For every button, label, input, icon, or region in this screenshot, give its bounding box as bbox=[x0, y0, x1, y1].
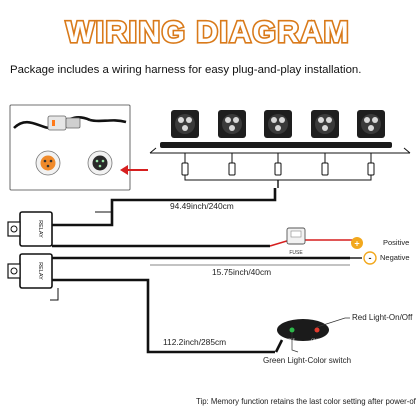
switch-pointers bbox=[291, 317, 350, 353]
fuse-label: FUSE bbox=[289, 250, 303, 256]
diagram-subtitle: Package includes a wiring harness for ea… bbox=[10, 64, 362, 76]
green-light-label: Green Light-Color switch bbox=[263, 356, 352, 365]
relay-icon: RELAY bbox=[7, 253, 53, 289]
negative-sign: - bbox=[369, 253, 372, 263]
relay-label: RELAY bbox=[37, 262, 43, 280]
positive-terminal-icon: + bbox=[351, 237, 363, 249]
negative-label: Negative bbox=[380, 253, 410, 262]
pod-connectors bbox=[181, 153, 375, 176]
length-switch-label: 112.2inch/285cm bbox=[163, 337, 227, 347]
diagram-title: WIRING DIAGRAM bbox=[0, 10, 416, 50]
light-pod-icon bbox=[264, 110, 292, 138]
relay-label: RELAY bbox=[37, 220, 43, 238]
switch-wire bbox=[50, 278, 275, 354]
battery-wires bbox=[52, 239, 362, 266]
connector-female-icon bbox=[35, 150, 61, 176]
tip-text: Tip: Memory function retains the last co… bbox=[196, 397, 416, 406]
connector-male-icon bbox=[87, 150, 113, 176]
switch-icon: ON/OFF ON/OFF bbox=[274, 319, 329, 353]
length-battery-label: 15.75inch/40cm bbox=[212, 267, 272, 277]
connector-icon bbox=[47, 115, 81, 131]
light-pod-icon bbox=[218, 110, 246, 138]
red-arrow-icon bbox=[120, 165, 148, 175]
light-pod-icon bbox=[171, 110, 199, 138]
diagram-title-text: WIRING DIAGRAM bbox=[66, 16, 350, 49]
positive-sign: + bbox=[354, 239, 359, 249]
relay-icon: RELAY bbox=[7, 211, 53, 247]
negative-terminal-icon: - bbox=[363, 251, 377, 265]
length-main-label: 94.49inch/240cm bbox=[170, 201, 234, 211]
red-light-label: Red Light-On/Off bbox=[352, 313, 413, 322]
fuse-icon: FUSE bbox=[286, 227, 306, 256]
switch-right-label: ON/OFF bbox=[311, 338, 325, 342]
positive-label: Positive bbox=[383, 238, 410, 247]
wiring-diagram: RELAY RELAY FUSE + - ON bbox=[7, 104, 411, 354]
switch-left-label: ON/OFF bbox=[281, 338, 295, 342]
harness-inset bbox=[9, 104, 131, 191]
main-wire bbox=[52, 188, 277, 227]
light-bar bbox=[149, 110, 411, 188]
light-pod-icon bbox=[311, 110, 339, 138]
light-pod-icon bbox=[357, 110, 385, 138]
